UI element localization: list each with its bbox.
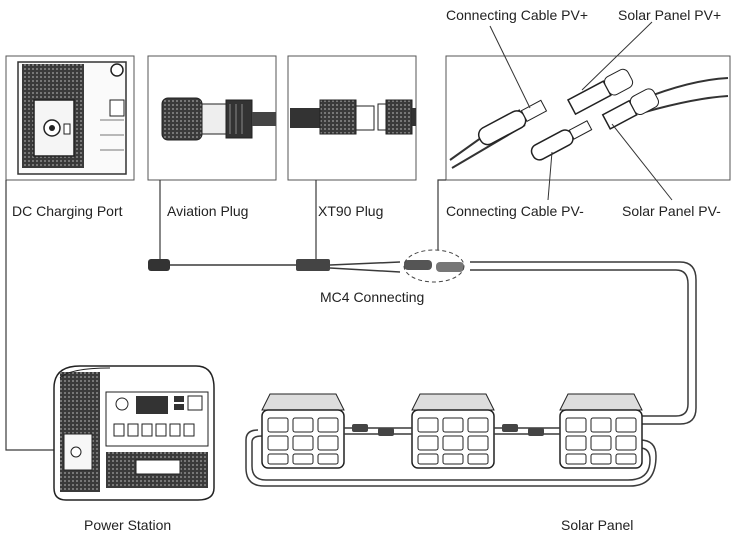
label-connecting-cable-pv-plus: Connecting Cable PV+	[446, 7, 589, 23]
solar-panel-1	[261, 393, 345, 469]
label-xt90-plug: XT90 Plug	[318, 203, 384, 219]
label-solar-panel: Solar Panel	[561, 517, 634, 533]
solar-panels	[261, 393, 643, 469]
label-mc4-connecting: MC4 Connecting	[320, 289, 425, 305]
label-aviation-plug: Aviation Plug	[167, 203, 249, 219]
aviation-plug-frame	[147, 55, 277, 181]
label-solar-panel-pv-minus: Solar Panel PV-	[622, 203, 721, 219]
label-solar-panel-pv-plus: Solar Panel PV+	[618, 7, 722, 23]
label-power-station: Power Station	[84, 517, 172, 533]
xt90-plug-frame	[287, 55, 417, 181]
dc-charging-port-frame	[5, 55, 135, 181]
label-connecting-cable-pv-minus: Connecting Cable PV-	[446, 203, 584, 219]
power-station-illustration	[53, 365, 215, 501]
harness-plugs	[148, 249, 465, 283]
mc4-connectors-frame	[445, 21, 731, 201]
label-dc-charging-port: DC Charging Port	[12, 203, 123, 219]
cable-lines	[5, 179, 697, 487]
solar-panel-2	[411, 393, 495, 469]
solar-panel-3	[559, 393, 643, 469]
